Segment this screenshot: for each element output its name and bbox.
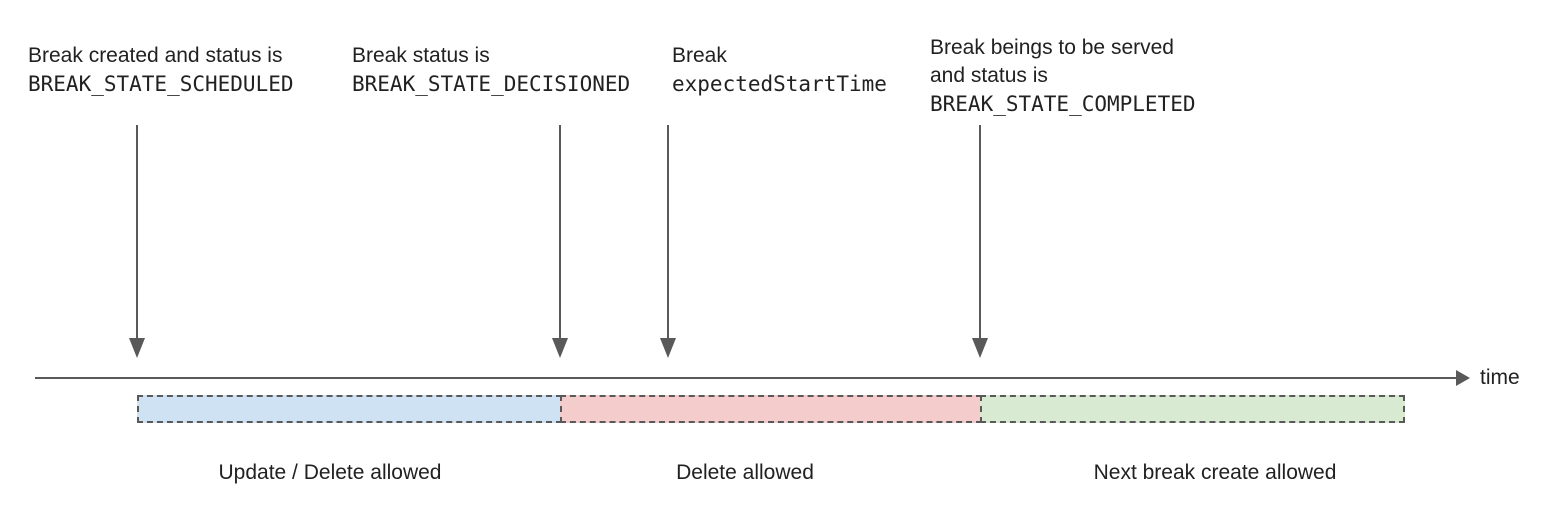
arrow-decisioned-icon <box>552 125 568 358</box>
annotation-completed-state-code: BREAK_STATE_COMPLETED <box>930 92 1196 116</box>
annotation-break-decisioned: Break status is BREAK_STATE_DECISIONED <box>352 42 630 98</box>
annotation-expected-start-line1: Break <box>672 44 727 67</box>
annotation-decisioned-state-code: BREAK_STATE_DECISIONED <box>352 72 631 96</box>
arrow-head-icon <box>552 338 568 358</box>
annotation-scheduled-state-code: BREAK_STATE_SCHEDULED <box>28 72 294 96</box>
annotation-completed-line1: Break beings to be served <box>930 36 1174 59</box>
time-axis-line <box>35 377 1459 379</box>
annotation-expected-start-field-code: expectedStartTime <box>672 72 887 96</box>
segment-label-delete: Delete allowed <box>676 461 814 484</box>
time-axis-label: time <box>1480 366 1520 389</box>
arrow-shaft <box>559 125 561 339</box>
arrow-head-icon <box>660 338 676 358</box>
annotation-break-scheduled: Break created and status is BREAK_STATE_… <box>28 42 294 98</box>
segment-label-next-break: Next break create allowed <box>1093 461 1337 484</box>
arrow-scheduled-icon <box>129 125 145 358</box>
arrow-completed-icon <box>972 125 988 358</box>
annotation-completed-line2: and status is <box>930 64 1048 87</box>
annotation-scheduled-line1: Break created and status is <box>28 44 283 67</box>
segment-next-break-create-allowed <box>980 395 1405 423</box>
time-axis-arrowhead-icon <box>1456 370 1470 386</box>
annotation-break-completed: Break beings to be served and status is … <box>930 34 1196 118</box>
arrow-expected-start-icon <box>660 125 676 358</box>
arrow-shaft <box>667 125 669 339</box>
arrow-head-icon <box>972 338 988 358</box>
arrow-head-icon <box>129 338 145 358</box>
segment-delete-allowed <box>560 395 982 423</box>
annotation-expected-start-time: Break expectedStartTime <box>672 42 887 98</box>
segment-label-update-delete: Update / Delete allowed <box>218 461 442 484</box>
arrow-shaft <box>136 125 138 339</box>
arrow-shaft <box>979 125 981 339</box>
annotation-decisioned-line1: Break status is <box>352 44 490 67</box>
segment-update-delete-allowed <box>137 395 562 423</box>
